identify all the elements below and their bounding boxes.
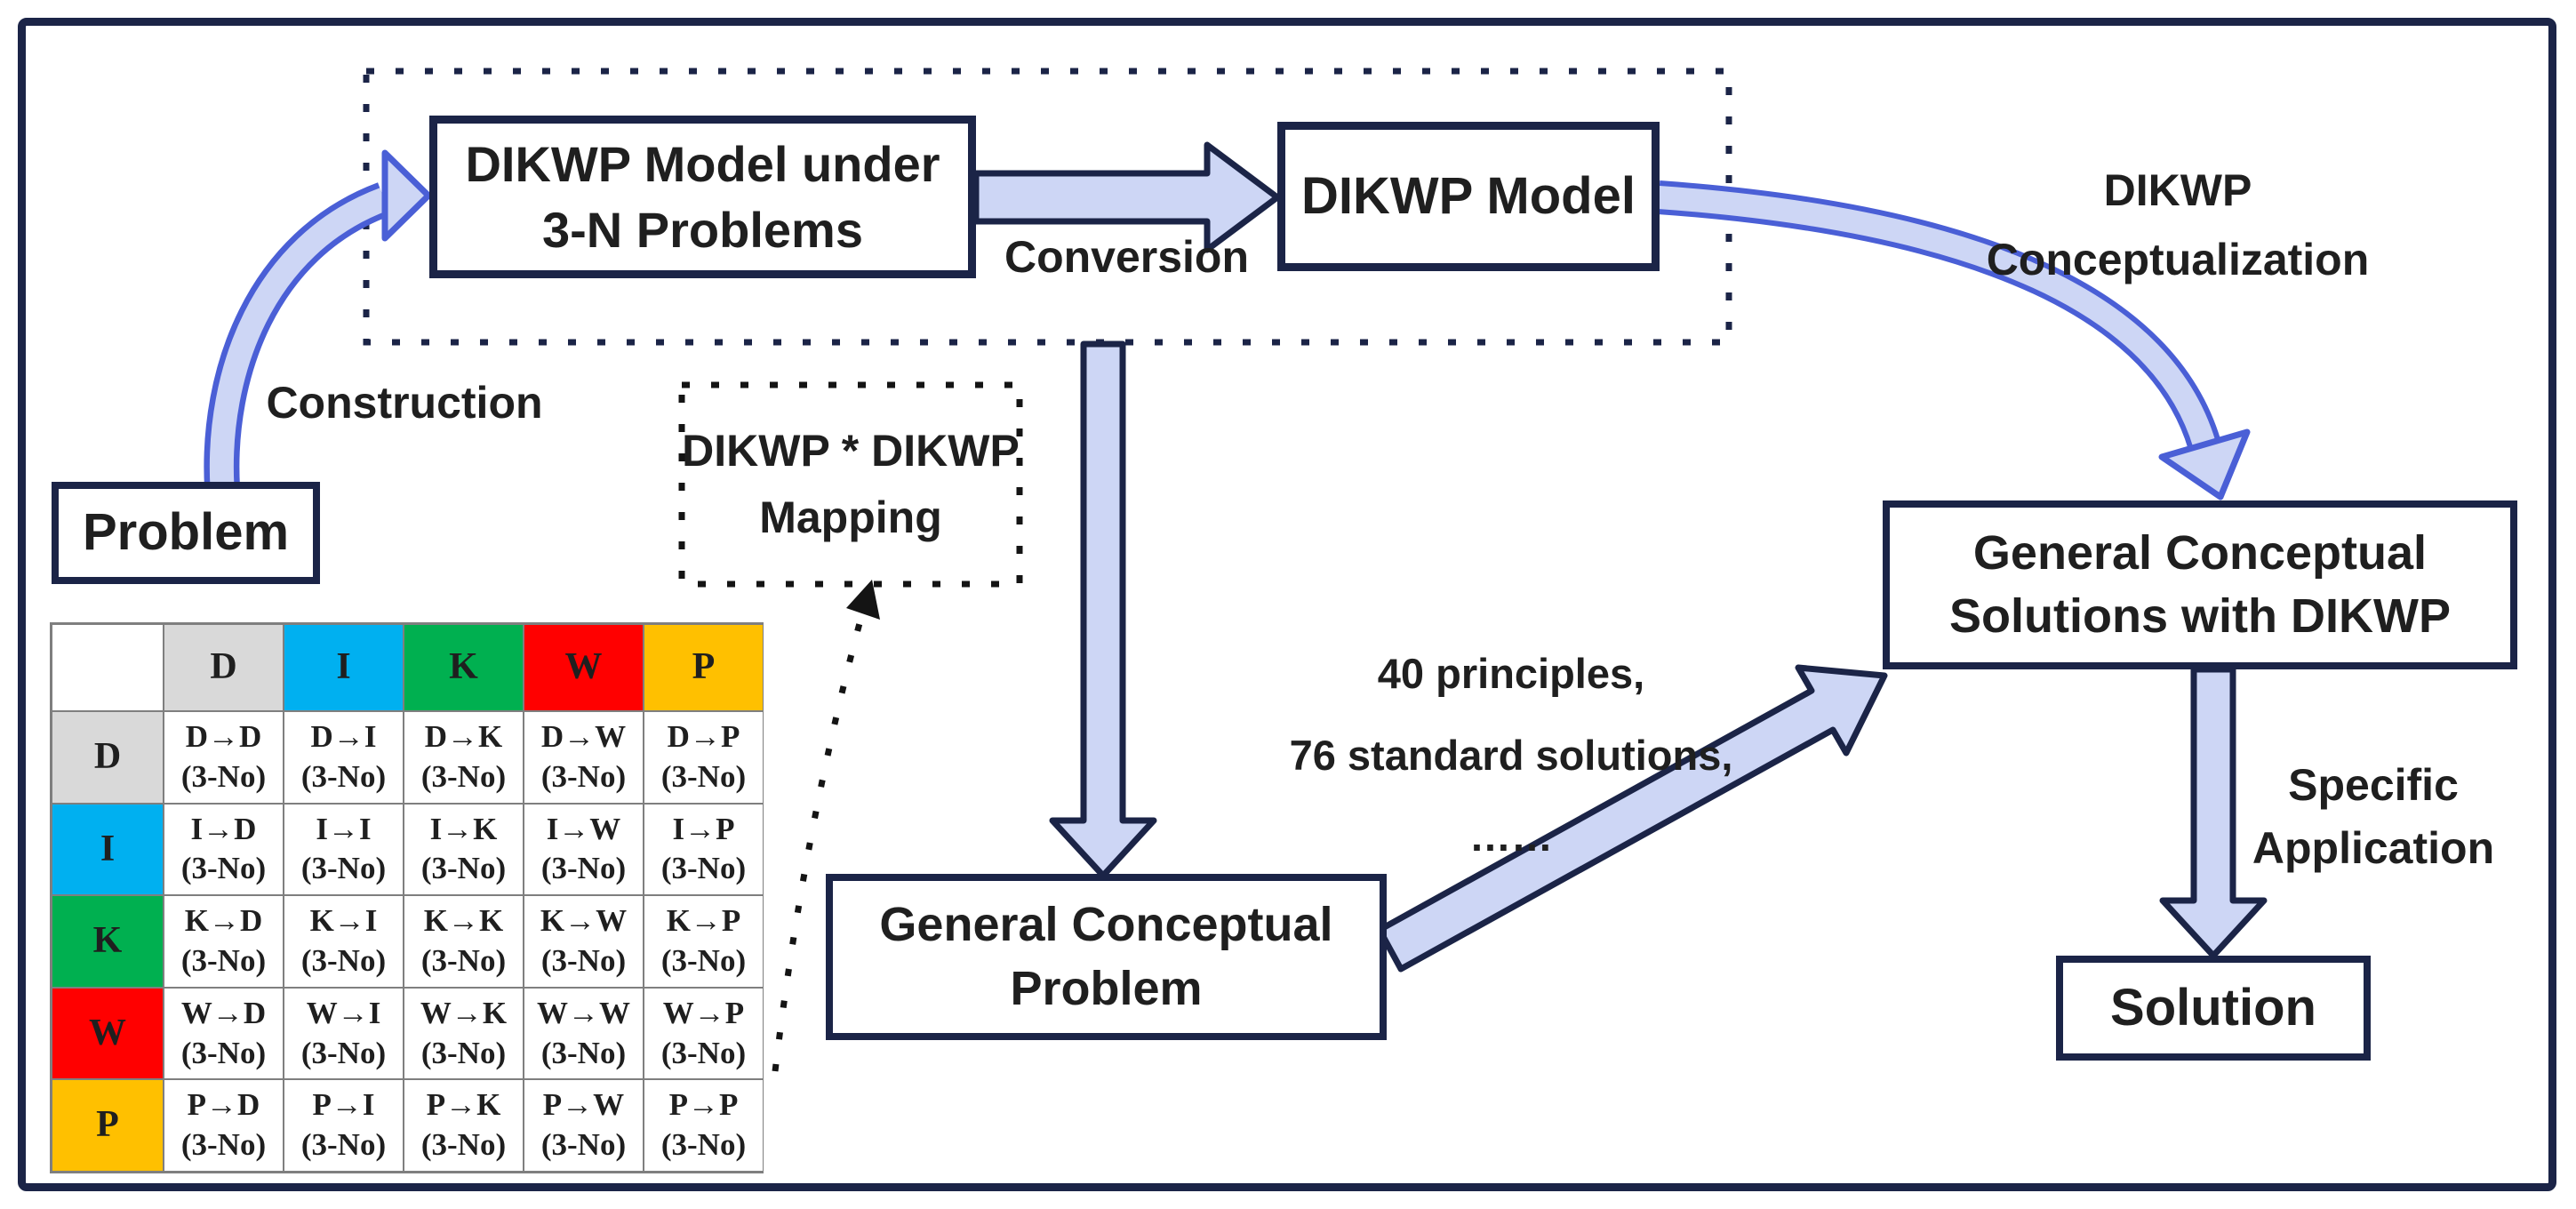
cell-P-W: P→W (3-No) (524, 1079, 644, 1172)
cell-D-P: D→P (3-No) (644, 711, 764, 804)
node-general-conceptual-solutions: General Conceptual Solutions with DIKWP (1883, 500, 2517, 669)
row-header-I: I (52, 803, 164, 896)
label-construction: Construction (266, 378, 543, 428)
cell-K-I: K→I (3-No) (284, 895, 404, 988)
col-header-I: I (284, 624, 404, 711)
conversion-arrow (972, 141, 1281, 253)
label-40-principles: 40 principles, 76 standard solutions, …… (1289, 650, 1733, 861)
conceptualization-arrow (1657, 180, 2251, 500)
cell-W-I: W→I (3-No) (284, 987, 404, 1080)
cell-I-I: I→I (3-No) (284, 803, 404, 896)
node-dikwp-model-under-3n: DIKWP Model under 3-N Problems (429, 116, 976, 278)
cell-K-P: K→P (3-No) (644, 895, 764, 988)
node-dikwp-mapping: DIKWP * DIKWP Mapping (682, 426, 1020, 542)
row-header-K: K (52, 895, 164, 988)
col-header-W: W (524, 624, 644, 711)
node-general-conceptual-problem: General Conceptual Problem (826, 874, 1387, 1040)
col-header-P: P (644, 624, 764, 711)
principles-arrow (1376, 664, 1888, 973)
cell-K-D: K→D (3-No) (164, 895, 284, 988)
cell-I-K: I→K (3-No) (404, 803, 524, 896)
node-solution: Solution (2056, 956, 2371, 1061)
label-specific-application: Specific Application (2252, 760, 2495, 873)
label-conversion: Conversion (1004, 232, 1250, 282)
row-header-D: D (52, 711, 164, 804)
cell-P-I: P→I (3-No) (284, 1079, 404, 1172)
cell-D-W: D→W (3-No) (524, 711, 644, 804)
to-general-problem-arrow (1049, 340, 1157, 879)
cell-P-P: P→P (3-No) (644, 1079, 764, 1172)
cell-I-D: I→D (3-No) (164, 803, 284, 896)
cell-W-W: W→W (3-No) (524, 987, 644, 1080)
row-header-P: P (52, 1079, 164, 1172)
cell-D-I: D→I (3-No) (284, 711, 404, 804)
cell-P-D: P→D (3-No) (164, 1079, 284, 1172)
cell-D-K: D→K (3-No) (404, 711, 524, 804)
cell-W-P: W→P (3-No) (644, 987, 764, 1080)
cell-P-K: P→K (3-No) (404, 1079, 524, 1172)
col-header-D: D (164, 624, 284, 711)
node-dikwp-model: DIKWP Model (1277, 122, 1660, 271)
node-problem: Problem (52, 482, 320, 584)
cell-D-D: D→D (3-No) (164, 711, 284, 804)
construction-arrow (204, 149, 432, 489)
row-header-W: W (52, 987, 164, 1080)
specific-application-arrow (2159, 666, 2268, 959)
cell-K-K: K→K (3-No) (404, 895, 524, 988)
col-header-K: K (404, 624, 524, 711)
cell-I-W: I→W (3-No) (524, 803, 644, 896)
dotted-box-mapping (678, 381, 1023, 588)
cell-I-P: I→P (3-No) (644, 803, 764, 896)
table-to-mapping-dotted-arrow (772, 580, 880, 1072)
outer-border (18, 18, 2556, 1191)
table-corner-cell (52, 624, 164, 711)
label-dikwp-conceptualization: DIKWP Conceptualization (1986, 165, 2370, 284)
cell-K-W: K→W (3-No) (524, 895, 644, 988)
cell-W-K: W→K (3-No) (404, 987, 524, 1080)
cell-W-D: W→D (3-No) (164, 987, 284, 1080)
